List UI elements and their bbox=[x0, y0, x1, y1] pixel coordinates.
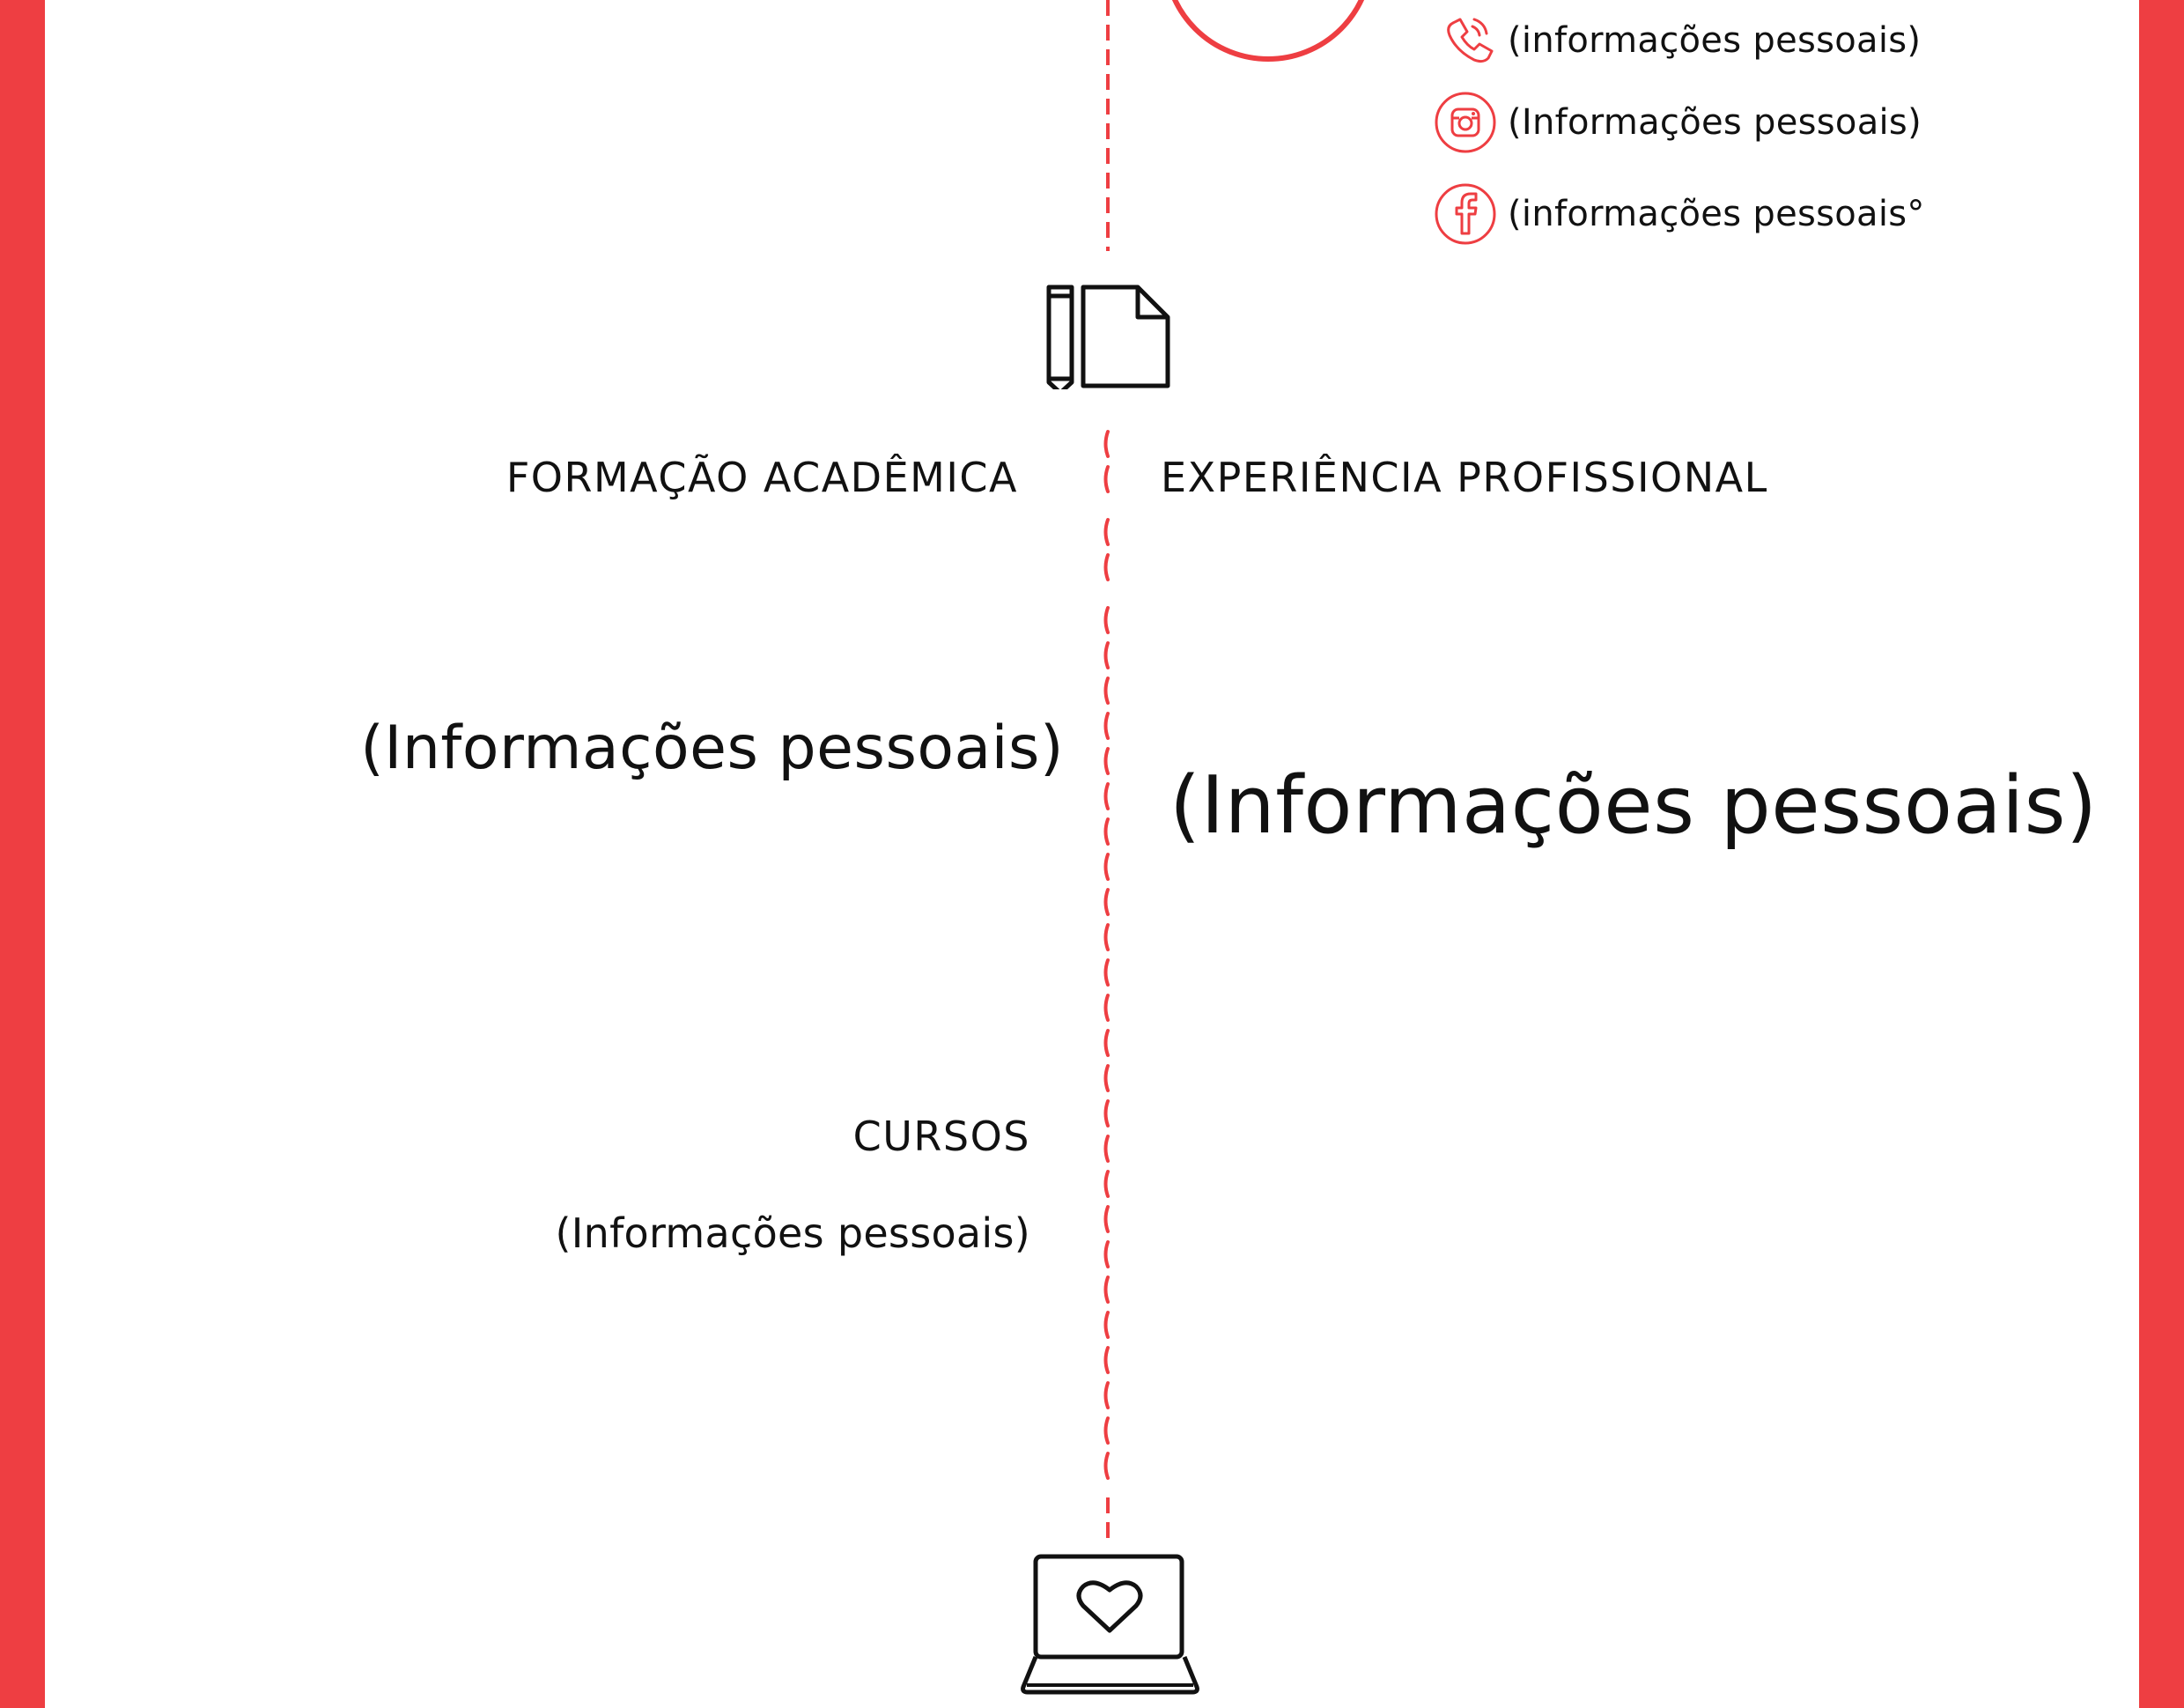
contact-instagram: (Informações pessoais) bbox=[1434, 91, 1922, 154]
courses-content: (Informações pessoais) bbox=[555, 1209, 1030, 1257]
education-content: (Informações pessoais) bbox=[360, 714, 1064, 783]
document-pencil-icon bbox=[1044, 280, 1173, 396]
profile-photo-frame bbox=[1162, 0, 1374, 62]
contact-facebook: (informações pessoais° bbox=[1434, 182, 1925, 246]
instagram-icon bbox=[1434, 91, 1497, 154]
laptop-heart-icon bbox=[1020, 1553, 1200, 1708]
contact-instagram-text: (Informações pessoais) bbox=[1508, 102, 1922, 143]
right-accent-bar bbox=[2139, 0, 2184, 1708]
experience-content: (Informações pessoais) bbox=[1169, 759, 2098, 852]
left-accent-bar bbox=[0, 0, 45, 1708]
experience-heading: EXPERIÊNCIA PROFISSIONAL bbox=[1161, 454, 1768, 501]
timeline-divider bbox=[1097, 0, 1118, 1708]
phone-icon bbox=[1434, 9, 1497, 72]
education-heading: FORMAÇÃO ACADÊMICA bbox=[505, 454, 1018, 501]
contact-facebook-text: (informações pessoais° bbox=[1508, 194, 1925, 234]
courses-heading: CURSOS bbox=[852, 1113, 1030, 1160]
contact-phone: (informações pessoais) bbox=[1434, 9, 1921, 72]
facebook-icon bbox=[1434, 182, 1497, 246]
contact-phone-text: (informações pessoais) bbox=[1508, 20, 1922, 61]
